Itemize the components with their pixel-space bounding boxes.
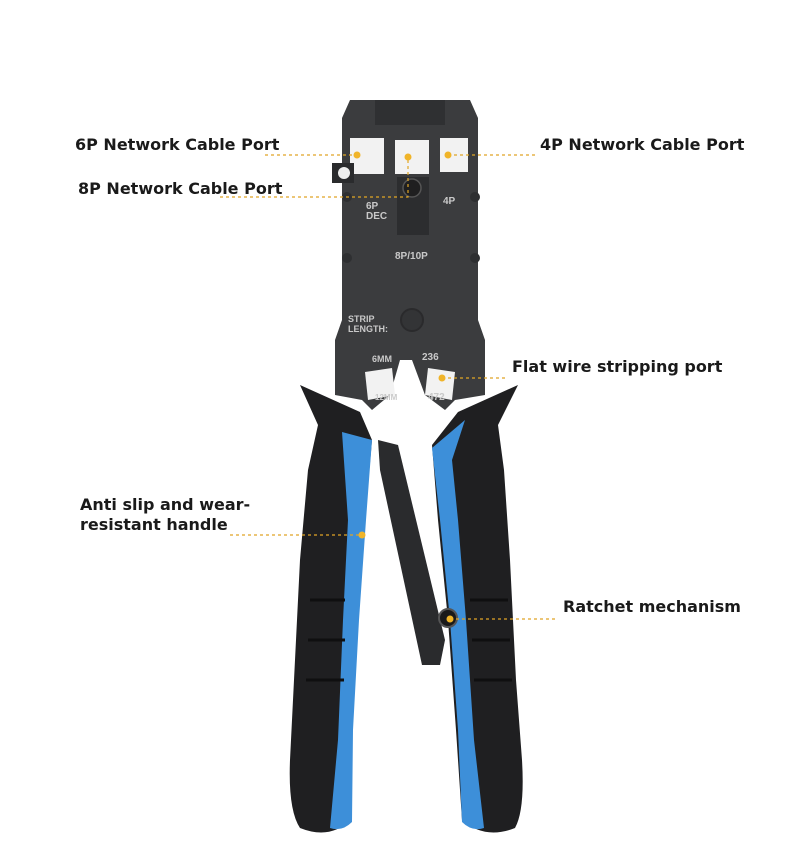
marking-strip: STRIP: [348, 314, 375, 324]
callout-ratchet: Ratchet mechanism: [563, 597, 741, 616]
marking-472: 472: [428, 392, 445, 403]
callout-8p-port: 8P Network Cable Port: [78, 179, 283, 198]
marking-length: LENGTH:: [348, 324, 388, 334]
callout-4p-port: 4P Network Cable Port: [540, 135, 745, 154]
callout-handle-line1: Anti slip and wear-: [80, 495, 251, 514]
marking-dec: DEC: [366, 211, 387, 222]
dot-6p: [353, 151, 361, 159]
callout-6p-port: 6P Network Cable Port: [75, 135, 280, 154]
marking-236: 236: [422, 352, 439, 363]
dot-flat-wire: [438, 374, 446, 382]
callout-flat-wire-port: Flat wire stripping port: [512, 357, 723, 376]
dot-ratchet: [446, 615, 454, 623]
leader-lines: [220, 154, 555, 620]
leader-8p: [220, 157, 409, 198]
marking-6mm: 6MM: [372, 354, 392, 364]
marking-6p: 6P: [366, 201, 379, 212]
callout-dots: [353, 151, 454, 623]
dot-4p: [444, 151, 452, 159]
marking-4p: 4P: [443, 196, 456, 207]
left-handle: [289, 385, 372, 833]
right-handle: [432, 385, 523, 833]
callout-handle-line2: resistant handle: [80, 515, 228, 534]
tool-head: 6P DEC 4P 8P/10P STRIP LENGTH: 6MM 12MM …: [332, 100, 485, 410]
marking-12mm: 12MM: [375, 393, 398, 402]
marking-8p-10p: 8P/10P: [395, 251, 428, 262]
dot-handle: [358, 531, 366, 539]
dot-8p: [404, 153, 412, 161]
